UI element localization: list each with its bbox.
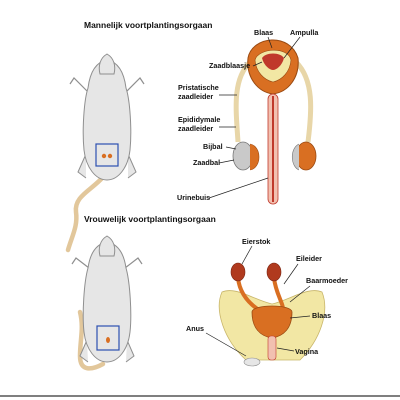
male-labels: Blaas Ampulla Zaadblaasje Pristatische z… xyxy=(177,28,319,202)
label-epididymale-line1: Epididymale xyxy=(178,115,220,124)
female-mouse-fore-leg-left xyxy=(71,257,90,269)
female-ovary-left xyxy=(230,262,246,282)
female-mouse-hind-leg-right xyxy=(125,339,135,363)
label-anus: Anus xyxy=(186,324,204,333)
female-title: Vrouwelijk voortplantingsorgaan xyxy=(84,214,216,224)
label-ampulla: Ampulla xyxy=(290,28,319,37)
male-mouse-hind-leg-right xyxy=(127,153,137,179)
leader-eierstok xyxy=(241,245,253,265)
male-highlight-box xyxy=(95,143,119,167)
leader-zaadblaasje xyxy=(252,61,263,67)
female-bladder xyxy=(251,305,293,339)
label-bijbal: Bijbal xyxy=(203,142,223,151)
male-genital-mark xyxy=(107,153,113,159)
male-mouse-illustration xyxy=(65,53,145,253)
leader-ampulla xyxy=(283,36,301,59)
label-blaas-female: Blaas xyxy=(312,311,331,320)
label-pristatische-line1: Pristatische xyxy=(178,83,219,92)
female-anus-mark xyxy=(243,357,261,367)
female-labels: Eierstok Eileider Baarmoeder Blaas Anus … xyxy=(186,237,348,357)
leader-anus xyxy=(205,332,247,357)
female-mouse-head xyxy=(98,235,116,257)
male-organ-illustration xyxy=(232,39,317,205)
label-zaadbal: Zaadbal xyxy=(193,158,220,167)
leader-vagina xyxy=(276,347,295,352)
leader-eileider xyxy=(283,263,299,285)
label-pristatische-line2: zaadleider xyxy=(178,92,213,101)
leader-urinebuis xyxy=(208,177,269,199)
male-duct-right xyxy=(294,60,314,143)
female-ovary-right xyxy=(266,262,282,282)
label-eileider: Eileider xyxy=(296,254,322,263)
male-epididymis-right xyxy=(291,143,300,171)
label-eierstok: Eierstok xyxy=(242,237,270,246)
male-mouse-head xyxy=(98,53,116,75)
label-vagina: Vagina xyxy=(295,347,319,356)
label-baarmoeder: Baarmoeder xyxy=(306,276,348,285)
male-mouse-fore-leg-right xyxy=(125,77,145,93)
male-mouse-fore-leg-left xyxy=(69,77,89,93)
male-duct-left xyxy=(233,60,252,143)
label-zaadblaasje: Zaadblaasje xyxy=(209,61,250,70)
leader-bijbal xyxy=(225,146,237,150)
female-mouse-body xyxy=(82,241,132,363)
male-ampulla-region xyxy=(262,53,284,70)
male-genital-mark xyxy=(101,153,107,159)
male-mouse-tail xyxy=(65,174,106,253)
female-genital-mark xyxy=(106,337,110,343)
female-mouse-hind-leg-left xyxy=(79,339,89,363)
leader-zaadbal xyxy=(218,159,235,164)
male-title: Mannelijk voortplantingsorgaan xyxy=(84,20,212,30)
label-blaas-male: Blaas xyxy=(254,28,273,37)
label-urinebuis: Urinebuis xyxy=(177,193,210,202)
male-epididymis-left xyxy=(249,143,260,171)
female-organ-illustration xyxy=(218,262,326,367)
male-mouse-body xyxy=(82,59,132,181)
female-highlight-box xyxy=(96,325,120,351)
female-vagina xyxy=(267,335,277,361)
female-mouse-illustration xyxy=(71,235,143,371)
leader-blaas-female xyxy=(289,315,311,319)
female-mouse-fore-leg-right xyxy=(124,257,143,269)
leader-baarmoeder xyxy=(289,285,311,303)
label-epididymale-line2: zaadleider xyxy=(178,124,213,133)
male-mouse-hind-leg-left xyxy=(77,153,87,179)
leader-blaas-male xyxy=(267,36,273,49)
